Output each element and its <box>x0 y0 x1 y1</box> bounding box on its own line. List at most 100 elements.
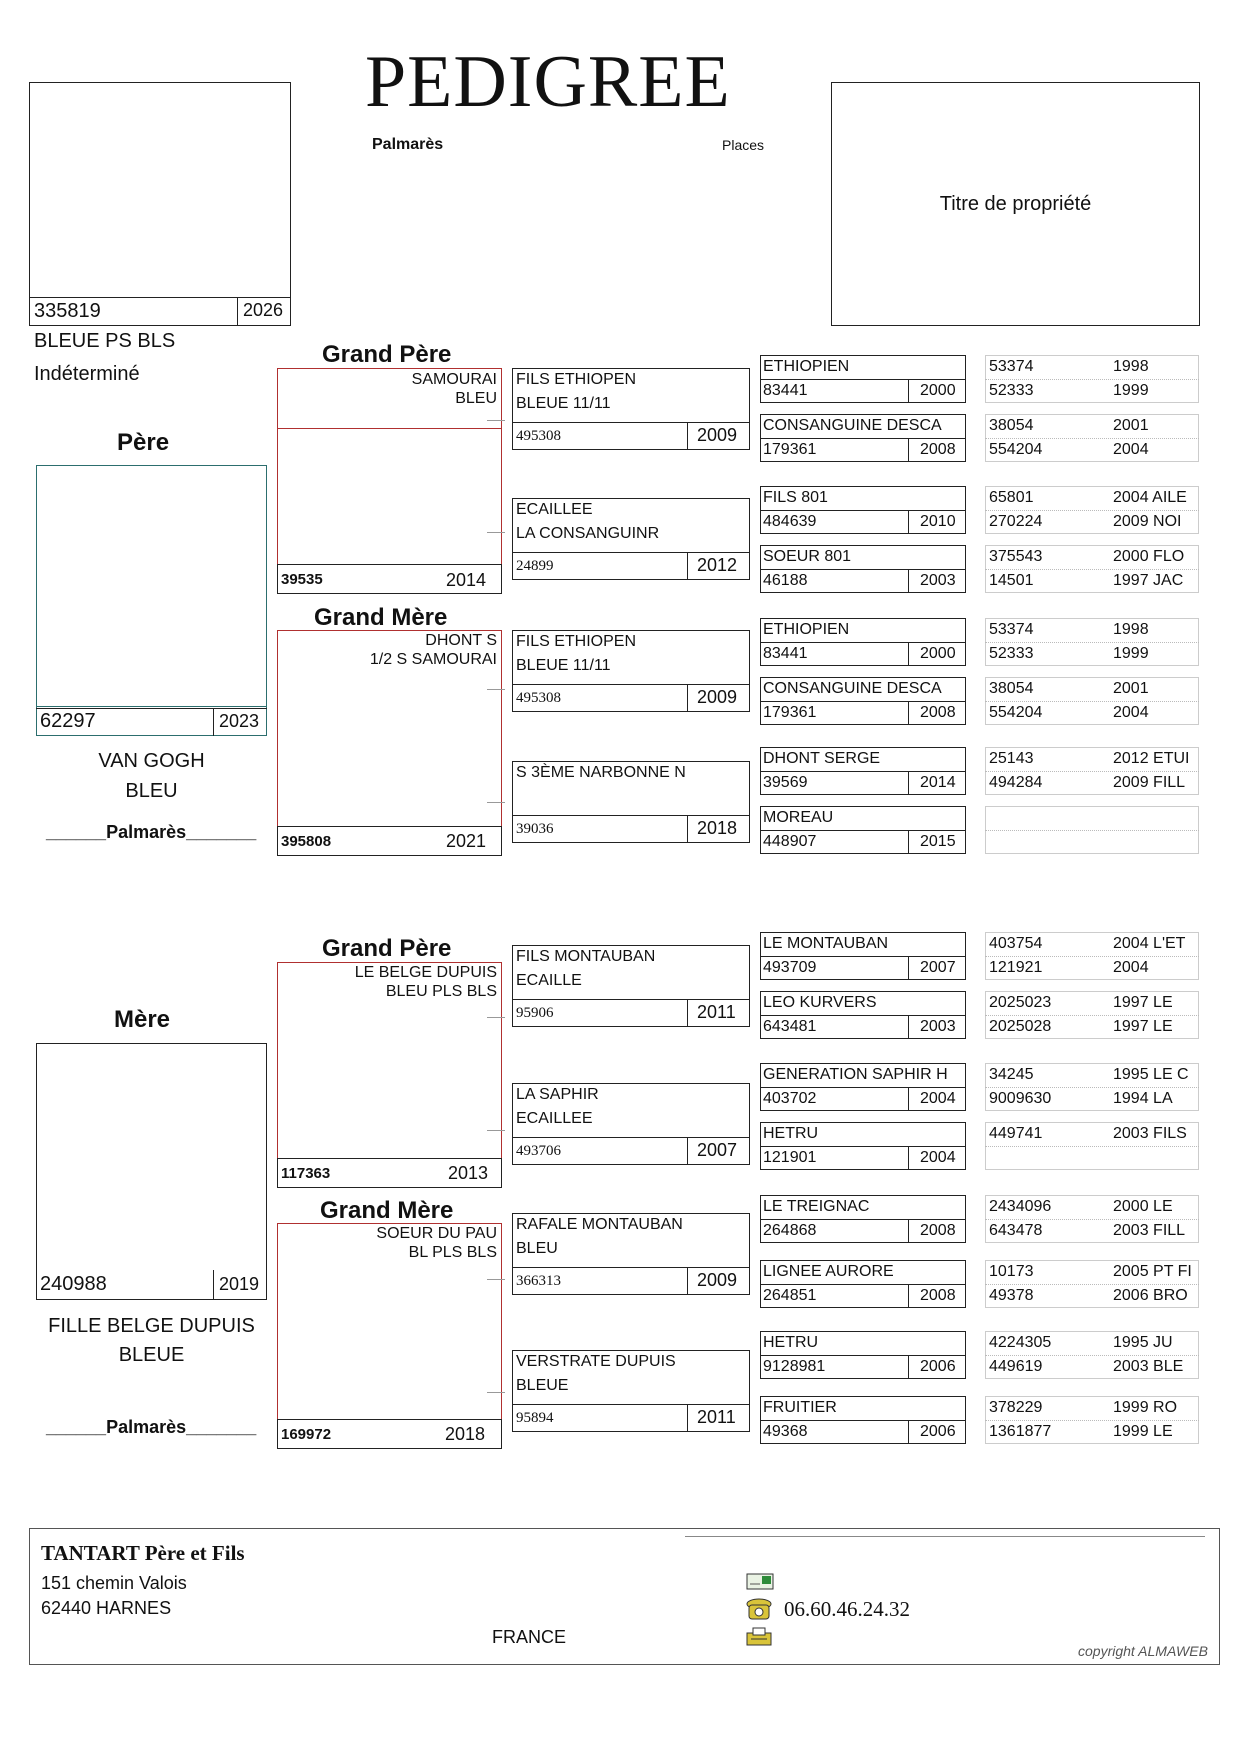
gen4-year: 2000 <box>920 382 956 399</box>
dam-color: BLEUE <box>118 1344 185 1366</box>
gen3-line2: LA CONSANGUINR <box>516 525 660 542</box>
gen3-line2: BLEU <box>516 1240 558 1257</box>
gen4-name: CONSANGUINE DESCA <box>763 417 942 434</box>
gen3-box <box>512 761 750 843</box>
gen3-line1: ECAILLEE <box>516 501 593 518</box>
gen3-box <box>512 1350 750 1432</box>
gen3-line1: S 3ÈME NARBONNE N <box>516 764 686 781</box>
gen5-info-1: 1997 LE <box>1113 994 1173 1011</box>
gp2-ring: 117363 <box>281 1165 331 1182</box>
divider <box>237 297 238 326</box>
gen5-info-2: 1997 LE <box>1113 1018 1173 1035</box>
divider <box>760 1420 966 1421</box>
divider <box>277 428 502 429</box>
divider <box>36 708 267 709</box>
connector <box>487 1017 505 1018</box>
divider <box>687 422 688 450</box>
gp2-year: 2013 <box>448 1163 489 1183</box>
divider <box>908 1420 909 1444</box>
gen5-info-1: 2005 PT FI <box>1113 1263 1192 1280</box>
subject-year: 2026 <box>243 300 284 320</box>
copyright: copyright ALMAWEB <box>1078 1643 1208 1659</box>
gen4-year: 2003 <box>920 572 956 589</box>
dam-ring-bar <box>36 1270 267 1300</box>
connector <box>487 420 505 421</box>
gen4-ring: 179361 <box>763 441 817 458</box>
gen4-year: 2008 <box>920 704 956 721</box>
divider <box>985 1420 1199 1421</box>
connector <box>487 1279 505 1280</box>
gen3-line2: BLEUE <box>516 1377 569 1394</box>
gen4-ring: 179361 <box>763 704 817 721</box>
gen5-ring-1: 375543 <box>989 548 1043 565</box>
divider <box>512 422 750 423</box>
gen3-ring: 95906 <box>516 1005 554 1021</box>
gen5-ring-1: 449741 <box>989 1125 1043 1142</box>
divider <box>985 1219 1199 1220</box>
gen5-info-1: 2003 FILS <box>1113 1125 1187 1142</box>
divider <box>760 1219 966 1220</box>
gm2-year: 2018 <box>445 1424 486 1444</box>
gm1-line2: 1/2 S SAMOURAI <box>369 651 497 668</box>
gen4-year: 2004 <box>920 1149 956 1166</box>
gen5-info-2: 2003 BLE <box>1113 1358 1184 1375</box>
divider <box>985 1284 1199 1285</box>
divider <box>985 379 1199 380</box>
divider <box>760 830 966 831</box>
divider <box>908 771 909 795</box>
gen4-name: FILS 801 <box>763 489 828 506</box>
gen5-info-2: 1999 <box>1113 645 1149 662</box>
gen3-ring: 493706 <box>516 1143 561 1159</box>
divider <box>760 379 966 380</box>
gen4-name: LE TREIGNAC <box>763 1198 870 1215</box>
gen5-info-1: 1998 <box>1113 621 1149 638</box>
grand-pere-2-label: Grand Père <box>322 935 452 962</box>
gm1-box <box>277 630 502 827</box>
gen5-ring-2: 121921 <box>989 959 1043 976</box>
gm2-line2: BL PLS BLS <box>408 1244 497 1261</box>
dam-ring: 240988 <box>40 1273 107 1295</box>
divider <box>908 701 909 725</box>
dam-palmares: ______Palmarès_______ <box>46 1417 257 1437</box>
gen3-ring: 495308 <box>516 428 561 444</box>
divider <box>512 815 750 816</box>
gen4-ring: 643481 <box>763 1018 817 1035</box>
gm2-ring-bar <box>277 1419 502 1449</box>
gen3-year: 2012 <box>697 555 738 575</box>
gen4-year: 2010 <box>920 513 956 530</box>
divider <box>908 1284 909 1308</box>
gen5-ring-2: 554204 <box>989 704 1043 721</box>
divider <box>985 569 1199 570</box>
gen5-ring-1: 2025023 <box>989 994 1052 1011</box>
divider <box>685 1536 1205 1537</box>
divider <box>908 510 909 534</box>
divider <box>760 510 966 511</box>
gen4-year: 2014 <box>920 774 956 791</box>
gen5-ring-1: 4224305 <box>989 1334 1052 1351</box>
divider <box>985 1015 1199 1016</box>
subject-color: BLEUE PS BLS <box>34 330 176 352</box>
divider <box>908 1355 909 1379</box>
divider <box>908 1219 909 1243</box>
page-title: PEDIGREE <box>365 41 731 123</box>
gen4-year: 2006 <box>920 1358 956 1375</box>
gen5-ring-1: 38054 <box>989 680 1034 697</box>
gen3-ring: 495308 <box>516 690 561 706</box>
divider <box>687 684 688 712</box>
gen4-name: HETRU <box>763 1125 819 1142</box>
gen3-line1: FILS ETHIOPEN <box>516 633 637 650</box>
dam-name: FILLE BELGE DUPUIS <box>48 1315 255 1337</box>
gen4-year: 2003 <box>920 1018 956 1035</box>
divider <box>760 956 966 957</box>
gen3-box <box>512 498 750 580</box>
divider <box>512 999 750 1000</box>
gen4-ring: 9128981 <box>763 1358 826 1375</box>
divider <box>985 1355 1199 1356</box>
gen4-ring: 46188 <box>763 572 808 589</box>
gen3-line1: FILS ETHIOPEN <box>516 371 637 388</box>
gen4-ring: 264868 <box>763 1222 817 1239</box>
gp1-ring: 39535 <box>281 571 323 588</box>
divider <box>512 1137 750 1138</box>
gen3-year: 2009 <box>697 687 738 707</box>
gen4-year: 2008 <box>920 1222 956 1239</box>
